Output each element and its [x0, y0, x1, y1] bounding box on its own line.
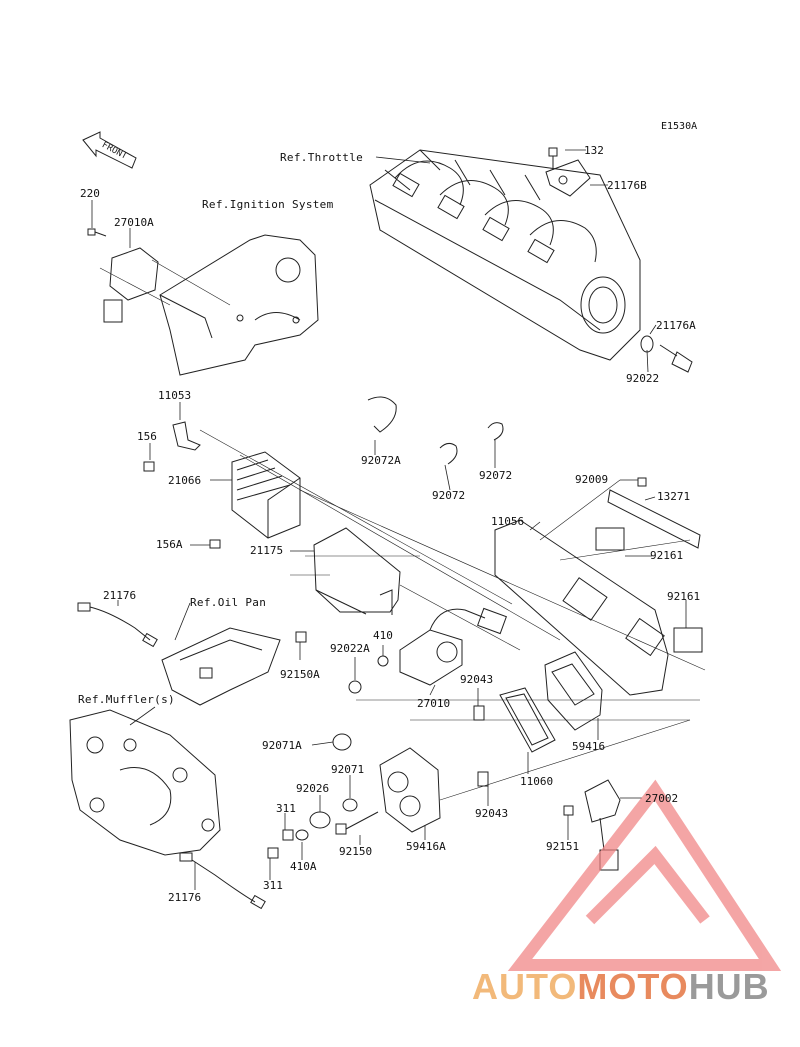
watermark-logo: [507, 779, 782, 971]
part-label: 311: [276, 802, 296, 815]
muffler-drawing: [69, 709, 221, 856]
part-label: 92161: [650, 549, 684, 562]
nut-311-a-drawing: [282, 829, 294, 841]
part-label: 59416: [572, 740, 606, 753]
part-label: 92009: [575, 473, 609, 486]
part-label: 11053: [158, 389, 192, 402]
part-label: 21176A: [656, 319, 696, 332]
pin-92043-b-drawing: [477, 771, 489, 787]
watermark-part-hub: HUB: [688, 966, 770, 1007]
nut-311-b-drawing: [267, 847, 279, 859]
part-label: 156A: [156, 538, 183, 551]
washer-410-drawing: [377, 655, 389, 667]
part-label: 92150A: [280, 668, 320, 681]
watermark-part-moto: MOTO: [577, 966, 689, 1007]
sensor-21176-top-drawing: [77, 602, 158, 648]
pad-92161-b-drawing: [673, 627, 703, 653]
part-label: 220: [80, 187, 100, 200]
switch-27002-drawing: [563, 779, 621, 871]
part-label: 92072: [479, 469, 513, 482]
part-label: 21176: [168, 891, 202, 904]
part-label: 11060: [520, 775, 554, 788]
oil-pan-drawing: [161, 627, 281, 706]
sensor-21176b-drawing: [545, 147, 591, 197]
regulator-21066-drawing: [209, 451, 301, 549]
leader-lines: [91, 149, 687, 890]
sensor-21176a-drawing: [640, 335, 693, 373]
part-label: 311: [263, 879, 283, 892]
valve-27010-drawing: [399, 607, 507, 686]
part-label: 410: [373, 629, 393, 642]
part-label: 92026: [296, 782, 330, 795]
diagram-code: E1530A: [661, 121, 698, 132]
plug-92071a-drawing: [332, 733, 352, 751]
throttle-body-drawing: [369, 149, 641, 361]
pad-92161-a-drawing: [595, 527, 625, 551]
strap-13271-drawing: [607, 477, 701, 549]
housing-59416a-drawing: [379, 747, 441, 833]
plug-92071-drawing: [342, 798, 358, 812]
part-label: 92022: [626, 372, 660, 385]
watermark-text: AUTOMOTOHUB: [472, 966, 770, 1008]
part-label: 92043: [475, 807, 509, 820]
relay-27010a-drawing: [87, 228, 159, 323]
ref-throttle-label: Ref.Throttle: [280, 151, 364, 164]
washer-410a-drawing: [295, 829, 309, 841]
part-label: 92150: [339, 845, 373, 858]
part-label: 92043: [460, 673, 494, 686]
part-label: 92071: [331, 763, 365, 776]
part-label: 27002: [645, 792, 679, 805]
part-label: 410A: [290, 860, 317, 873]
part-label: 27010: [417, 697, 451, 710]
part-label: 92161: [667, 590, 701, 603]
part-label: 21066: [168, 474, 202, 487]
ref-ignition-label: Ref.Ignition System: [202, 198, 334, 211]
part-label: 92072A: [361, 454, 401, 467]
washer-92022a-drawing: [348, 680, 362, 694]
part-label: 92071A: [262, 739, 302, 752]
part-label: 59416A: [406, 840, 446, 853]
part-label: 13271: [657, 490, 691, 503]
ecu-21175-drawing: [313, 527, 401, 615]
sensor-21176-bottom-drawing: [179, 852, 266, 910]
ref-muffler-label: Ref.Muffler(s): [78, 693, 175, 706]
part-label: 21176B: [607, 179, 647, 192]
part-label: 11056: [491, 515, 525, 528]
part-label: 21176: [103, 589, 137, 602]
assembly-guide-lines: [99, 259, 706, 801]
part-label: 132: [584, 144, 604, 157]
watermark-part-auto: AUTO: [472, 966, 578, 1007]
part-label: 156: [137, 430, 157, 443]
front-arrow-icon: FRONT: [82, 131, 137, 169]
housing-59416-drawing: [544, 651, 603, 731]
ref-oil-pan-label: Ref.Oil Pan: [190, 596, 267, 609]
bracket-plate-11056-drawing: [494, 519, 669, 696]
ignition-bracket-drawing: [159, 234, 319, 376]
part-label: 21175: [250, 544, 284, 557]
bracket-11053-drawing: [143, 421, 201, 472]
bolt-92150a-drawing: [295, 631, 307, 643]
seal-92026-drawing: [309, 811, 331, 829]
bolt-92150-drawing: [335, 811, 379, 835]
part-label: 27010A: [114, 216, 154, 229]
gasket-11060-drawing: [499, 687, 556, 753]
part-label: 92151: [546, 840, 580, 853]
part-label: 92022A: [330, 642, 370, 655]
clamp-drawing: [367, 396, 504, 465]
part-label: 92072: [432, 489, 466, 502]
pin-92043-a-drawing: [473, 705, 485, 721]
